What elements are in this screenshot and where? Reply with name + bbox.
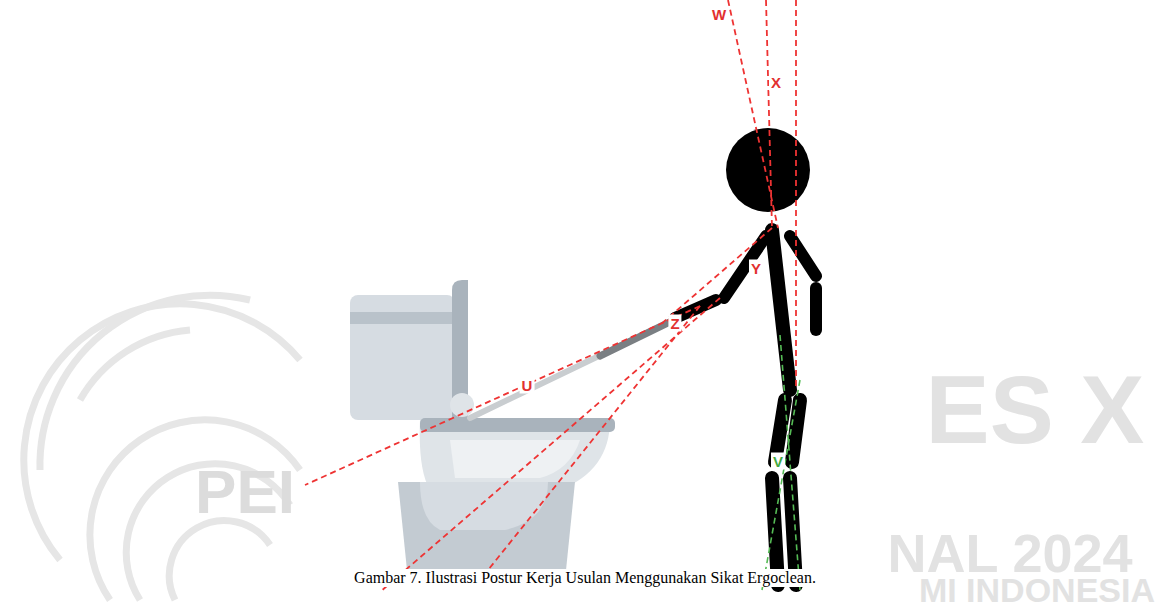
angle-label: X — [769, 74, 783, 91]
toilet — [350, 280, 615, 580]
head — [726, 128, 810, 212]
watermark: PEI — [195, 461, 295, 523]
watermark: NAL 2024 — [887, 526, 1132, 580]
angle-line — [305, 0, 796, 592]
figure-caption: Gambar 7. Ilustrasi Postur Kerja Usulan … — [351, 569, 819, 587]
angle-label: Y — [749, 260, 763, 277]
watermark-fingerprint — [24, 295, 300, 600]
angle-label: Z — [668, 315, 681, 332]
brush-handle — [470, 316, 682, 418]
angle-label: V — [771, 453, 785, 470]
watermark: ES X — [926, 362, 1145, 458]
angle-label: U — [520, 377, 535, 394]
angle-label: W — [710, 6, 728, 23]
knee-angle-line — [762, 335, 800, 590]
watermark: MI INDONESIA — [919, 573, 1155, 607]
stick-figure — [675, 230, 816, 585]
